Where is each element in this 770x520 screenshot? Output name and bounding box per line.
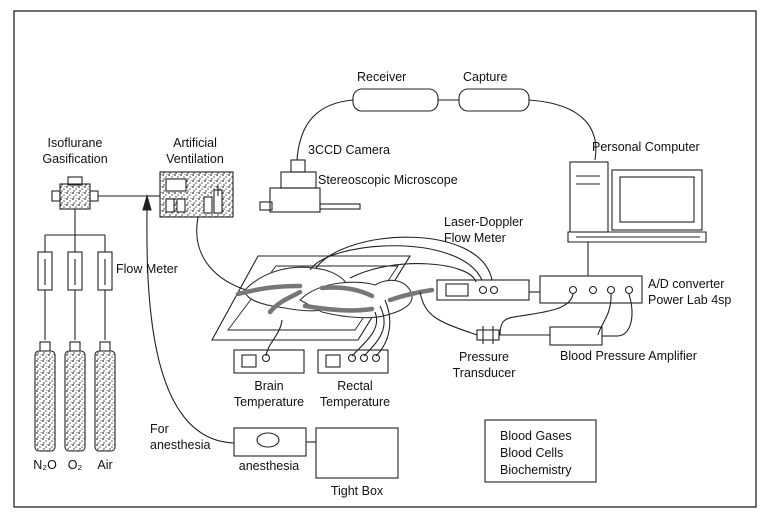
blood-cells-label: Blood Cells (500, 446, 564, 460)
ad-converter-label-line1: A/D converter (648, 277, 725, 291)
for-anesthesia-label-line2: anesthesia (150, 438, 211, 452)
laser-doppler-box (436, 279, 530, 301)
brain-temperature-label-line2: Temperature (233, 395, 305, 409)
isoflurane-label-line1: Isoflurane (47, 136, 103, 150)
rectal-temperature-label-line1: Rectal (337, 379, 373, 393)
ventilation-label-line1: Artificial (173, 136, 217, 150)
tight-box-label: Tight Box (330, 484, 384, 498)
isoflurane-label-line2: Gasification (42, 152, 108, 166)
gas-cylinders (34, 341, 116, 452)
camera-label: 3CCD Camera (308, 143, 390, 157)
blood-analysis-box (484, 419, 597, 483)
capture-label: Capture (463, 70, 508, 84)
receiver-label: Receiver (357, 70, 407, 84)
flow-meter-label: Flow Meter (116, 262, 178, 276)
brain-temperature-box (233, 349, 305, 374)
gas-o2-label: O₂ (67, 458, 83, 472)
for-anesthesia-label-line1: For (150, 422, 169, 436)
artificial-ventilator (159, 171, 234, 218)
blood-pressure-amplifier-label: Blood Pressure Amplifier (560, 349, 697, 363)
rectal-temperature-box (317, 349, 389, 374)
stereoscopic-microscope (259, 159, 361, 213)
brain-temperature-label-line1: Brain (254, 379, 284, 393)
microscope-label: Stereoscopic Microscope (318, 173, 458, 187)
figure-border (13, 10, 757, 508)
pressure-transducer (476, 326, 500, 344)
flow-meter-tubes (37, 235, 113, 340)
receiver-box (352, 88, 439, 112)
ventilation-label-line2: Ventilation (166, 152, 224, 166)
biochemistry-label: Biochemistry (500, 463, 572, 477)
capture-box (458, 88, 530, 112)
rectal-temperature-label-line2: Temperature (319, 395, 391, 409)
laser-doppler-label-line2: Flow Meter (444, 231, 506, 245)
operating-platform (211, 255, 411, 341)
personal-computer-label: Personal Computer (592, 140, 700, 154)
pressure-transducer-label-line2: Transducer (452, 366, 516, 380)
gas-air-label: Air (97, 458, 113, 472)
gas-n2o-label: N₂O (33, 458, 57, 472)
personal-computer (567, 161, 707, 243)
blood-gases-label: Blood Gases (500, 429, 572, 443)
pressure-transducer-label-line1: Pressure (458, 350, 510, 364)
ad-converter-box (539, 275, 643, 304)
isoflurane-vaporizer (51, 176, 99, 210)
anesthesia-box (233, 427, 307, 457)
blood-pressure-amplifier-box (549, 326, 603, 346)
laser-doppler-label-line1: Laser-Doppler (444, 215, 524, 229)
tight-box (315, 427, 399, 479)
ad-converter-label-line2: Power Lab 4sp (648, 293, 732, 307)
anesthesia-label: anesthesia (238, 459, 300, 473)
